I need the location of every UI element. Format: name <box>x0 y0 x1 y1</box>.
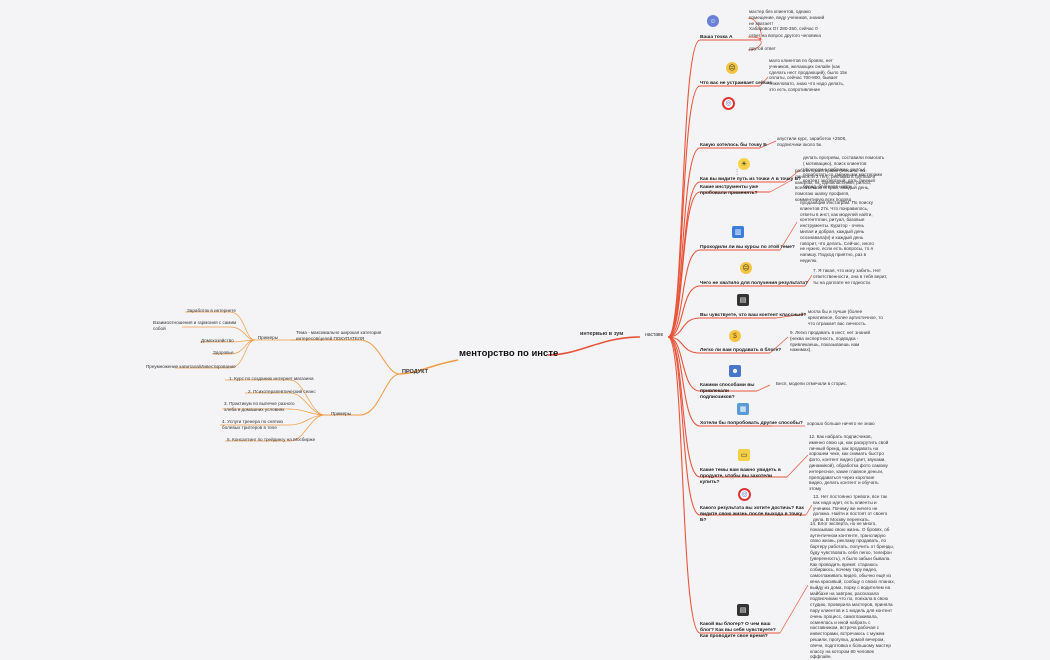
answer-8[interactable]: 9. Легко продавать в инст, нет знаний (н… <box>790 330 871 353</box>
product-example2-0[interactable]: 1. Курс по созданию интернет магазина <box>229 376 314 381</box>
answer-5[interactable]: продающий Инстаграм. По поиску клиентов … <box>800 200 874 263</box>
product-example-1[interactable]: Взаимоотношения и гармония с самим собой <box>153 320 237 331</box>
clapperboard-icon: ▤ <box>737 294 749 306</box>
target-icon: ◎ <box>738 488 751 501</box>
question-10[interactable]: Хотели бы попробовать другие способы? <box>700 421 803 426</box>
clapperboard-icon: ▤ <box>737 604 749 616</box>
branch-interview-sub[interactable]: наставк <box>645 332 663 338</box>
question-3[interactable]: Как вы видите путь из точки А в точку Б? <box>700 177 802 182</box>
product-example-3[interactable]: Здоровье <box>213 350 234 355</box>
answer-0[interactable]: мастер без клиентов, однако помещение, в… <box>749 9 825 32</box>
answer-2[interactable]: апустили курс, заработок +250К, подписчи… <box>777 136 847 147</box>
product-example-4[interactable]: Преумножение капитала/Инвестирование <box>146 364 236 369</box>
product-examples2-label[interactable]: Примеры <box>331 411 351 416</box>
question-8[interactable]: Легко ли вам продавать в блоге? <box>700 348 782 353</box>
dollar-coin-icon: $ <box>729 330 741 342</box>
lightbulb-icon: ☀ <box>738 158 750 170</box>
question-2[interactable]: Какую хотелось бы точку Б <box>700 143 767 148</box>
question-4[interactable]: Какие инструменты уже пробовали применят… <box>700 185 759 196</box>
product-example-2[interactable]: Домохозяйство <box>201 338 234 343</box>
answer-0-other[interactable]: ответ на вопрос другого человека <box>749 33 821 38</box>
document-icon: ▭ <box>738 449 750 461</box>
user-icon: ☺ <box>707 15 719 27</box>
answer-1[interactable]: мало клиентов по бровях, нет учеников, ж… <box>769 58 847 92</box>
question-9[interactable]: Какими способами вы привлекали подписчик… <box>700 383 755 400</box>
question-13[interactable]: Какой вы блогер? О чем ваш блог? Как вы … <box>700 622 776 639</box>
question-11[interactable]: Какие темы вам важно увидеть в продукте,… <box>700 468 781 485</box>
answer-12[interactable]: 13. Нет постоянно тревоги, все так как н… <box>813 494 888 523</box>
product-example2-4[interactable]: 5. Консалтинг по трейдингу на Мосбирже <box>227 437 316 442</box>
answer-6[interactable]: 7. Я такая, что могу забить. Нет ответст… <box>813 268 888 285</box>
central-topic[interactable]: менторство по инсте <box>459 348 559 359</box>
image-icon: ▦ <box>737 403 749 415</box>
product-example2-2[interactable]: 3. Практикум по выпечке разного хлеба в … <box>224 401 295 412</box>
question-0[interactable]: Ваша точка А <box>700 35 733 40</box>
answer-0-another[interactable]: другой ответ <box>749 46 776 51</box>
answer-4[interactable]: работа с мастерами (Мосаль, по личности … <box>795 168 876 202</box>
question-12[interactable]: Какого результата вы хотите достичь? Как… <box>700 506 804 523</box>
question-5[interactable]: Проходили ли вы курсы по этой теме? <box>700 245 795 250</box>
product-example2-1[interactable]: 2. Психотерапевтический сеанс <box>248 389 316 394</box>
question-6[interactable]: Чего не хватило для получения результата… <box>700 281 808 286</box>
question-7[interactable]: Вы чувствуете, что ваш контент классный? <box>700 313 807 318</box>
target-icon: ◎ <box>722 97 735 110</box>
books-icon: ▥ <box>732 226 744 238</box>
answer-11[interactable]: 12. Как набрать подписчиков, именно свою… <box>809 434 889 492</box>
product-theme[interactable]: Тема - максимально широкая категория инт… <box>296 330 382 341</box>
answer-10[interactable]: хорошо больше ничего не знаю <box>807 421 875 426</box>
sliders-icon: ⫶ <box>735 166 739 177</box>
people-icon: ☻ <box>729 365 741 377</box>
answer-3[interactable]: делать прогревы, составили помогать ( мо… <box>803 155 885 189</box>
sad-face-icon: ☹ <box>740 262 752 274</box>
branch-product[interactable]: ПРОДУКТ <box>402 369 429 375</box>
product-example-0[interactable]: Заработок в интернете <box>187 308 236 313</box>
product-examples-label[interactable]: Примеры <box>258 335 278 340</box>
answer-13[interactable]: 14. Блог эксперта, но не много, показыва… <box>810 521 895 660</box>
product-example2-3[interactable]: 4. Услуги тренера по снятию болевых триг… <box>222 419 283 430</box>
answer-7[interactable]: могла бы и лучше (более креативное, боле… <box>808 309 883 326</box>
neutral-face-icon: ☹ <box>726 62 738 74</box>
answer-9[interactable]: Бесп, модели отмечали в сторис. <box>776 381 848 386</box>
question-1[interactable]: Что вас не устраивает сейчас <box>700 81 773 86</box>
branch-interview[interactable]: интервью в зум <box>580 331 624 337</box>
